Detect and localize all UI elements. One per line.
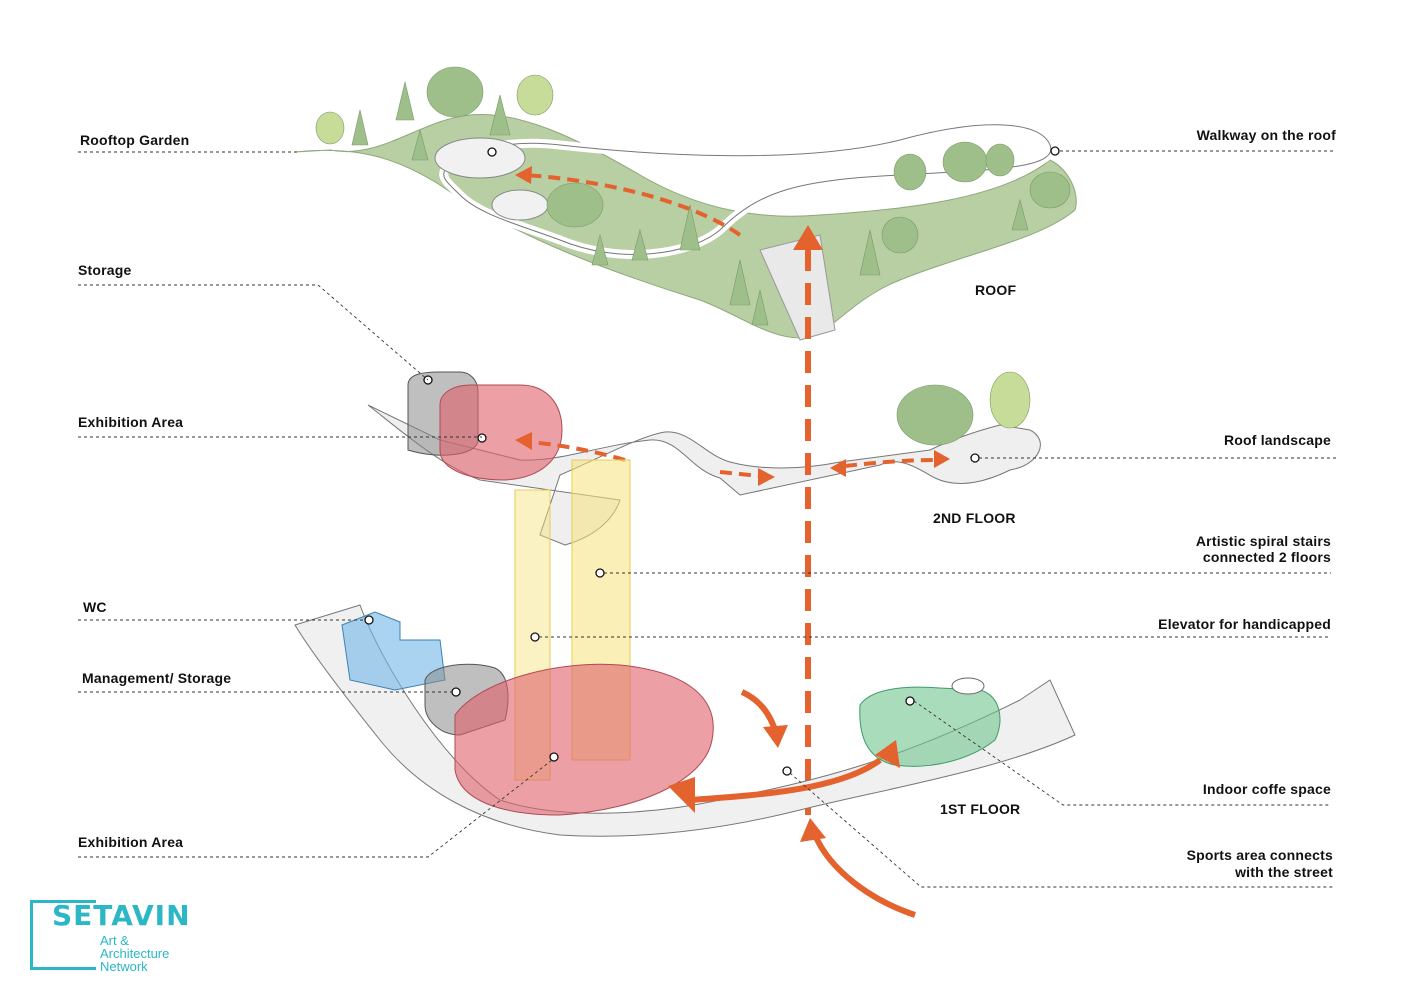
main-vertical-arrowhead: [793, 225, 823, 250]
second-floor-exhibition-marker: [477, 433, 487, 443]
flow-arrowhead-down: [763, 725, 788, 748]
second-floor-arrowhead-right-b: [934, 450, 950, 468]
logo-subtitle-line1: Art &: [100, 933, 129, 948]
roof-trees: [315, 66, 1071, 326]
second-floor-arrowhead-mid: [758, 468, 775, 486]
logo-brand: SETAVIN: [52, 899, 191, 932]
elevator-marker: [530, 632, 540, 642]
label-exhibition-area-1f: Exhibition Area: [78, 834, 184, 850]
second-floor-route-right: [844, 458, 936, 468]
label-roof: ROOF: [975, 282, 1017, 298]
second-floor-route-mid: [719, 470, 761, 478]
management-marker: [451, 687, 461, 697]
label-sports-line1: Sports area connects: [1186, 847, 1333, 863]
label-storage: Storage: [78, 262, 132, 278]
wc-block: [341, 611, 446, 691]
label-roof-landscape: Roof landscape: [1223, 432, 1331, 448]
label-exhibition-area-2f: Exhibition Area: [78, 414, 184, 430]
leader-lines: [78, 150, 1336, 888]
label-second-floor: 2ND FLOOR: [933, 510, 1016, 526]
label-spiral-stairs-line2: connected 2 floors: [1202, 549, 1331, 565]
label-walkway-roof: Walkway on the roof: [1196, 127, 1336, 143]
coffee-marker: [905, 696, 915, 706]
second-floor-arrowhead-right-a: [830, 459, 846, 477]
label-spiral-stairs-line1: Artistic spiral stairs: [1195, 533, 1331, 549]
label-rooftop-garden: Rooftop Garden: [80, 132, 190, 148]
roof-landscape-marker: [970, 453, 980, 463]
second-floor-trees: [896, 371, 1031, 446]
label-sports-line2: with the street: [1235, 864, 1333, 880]
second-floor-route-left: [529, 440, 626, 462]
first-floor-exhibition: [454, 663, 714, 816]
first-floor-level: [294, 604, 1076, 918]
wc-marker: [364, 615, 374, 625]
roof-platform: [491, 189, 549, 221]
second-floor-arrowhead-left: [515, 432, 532, 450]
sports-area-marker: [782, 766, 792, 776]
label-indoor-coffee: Indoor coffe space: [1202, 781, 1331, 797]
label-elevator: Elevator for handicapped: [1158, 616, 1331, 632]
flow-arrow-down: [740, 689, 778, 732]
label-wc: WC: [83, 599, 107, 615]
flow-arrowhead-coffee: [875, 740, 900, 768]
flow-arrowhead-street: [800, 818, 826, 842]
roof-route-arrow: [524, 173, 742, 237]
logo-frame: [30, 900, 96, 970]
logo-subtitle-line2: Architecture: [100, 946, 170, 961]
second-floor-exhibition: [439, 384, 563, 481]
label-first-floor: 1ST FLOOR: [940, 801, 1021, 817]
label-management-storage: Management/ Storage: [82, 670, 232, 686]
flow-arrowhead-exhibition: [668, 777, 695, 813]
second-floor-level: [367, 371, 1041, 546]
roof-walkway-marker: [1050, 146, 1060, 156]
roof-level: [294, 66, 1077, 341]
roof-platform: [434, 137, 526, 179]
logo-subtitle-line3: Network: [100, 959, 148, 974]
spiral-stairs-marker: [595, 568, 605, 578]
flow-arrow-from-street: [812, 833, 916, 918]
first-floor-exhibition-marker: [549, 752, 559, 762]
roof-route-arrowhead: [515, 166, 532, 184]
roof-marker: [487, 147, 497, 157]
logo-subtitle: Art & Architecture Network: [100, 934, 200, 973]
setavin-logo: SETAVIN Art & Architecture Network: [30, 898, 200, 976]
coffee-skylight: [951, 677, 985, 695]
flow-arrow-to-exhibition: [689, 757, 882, 803]
